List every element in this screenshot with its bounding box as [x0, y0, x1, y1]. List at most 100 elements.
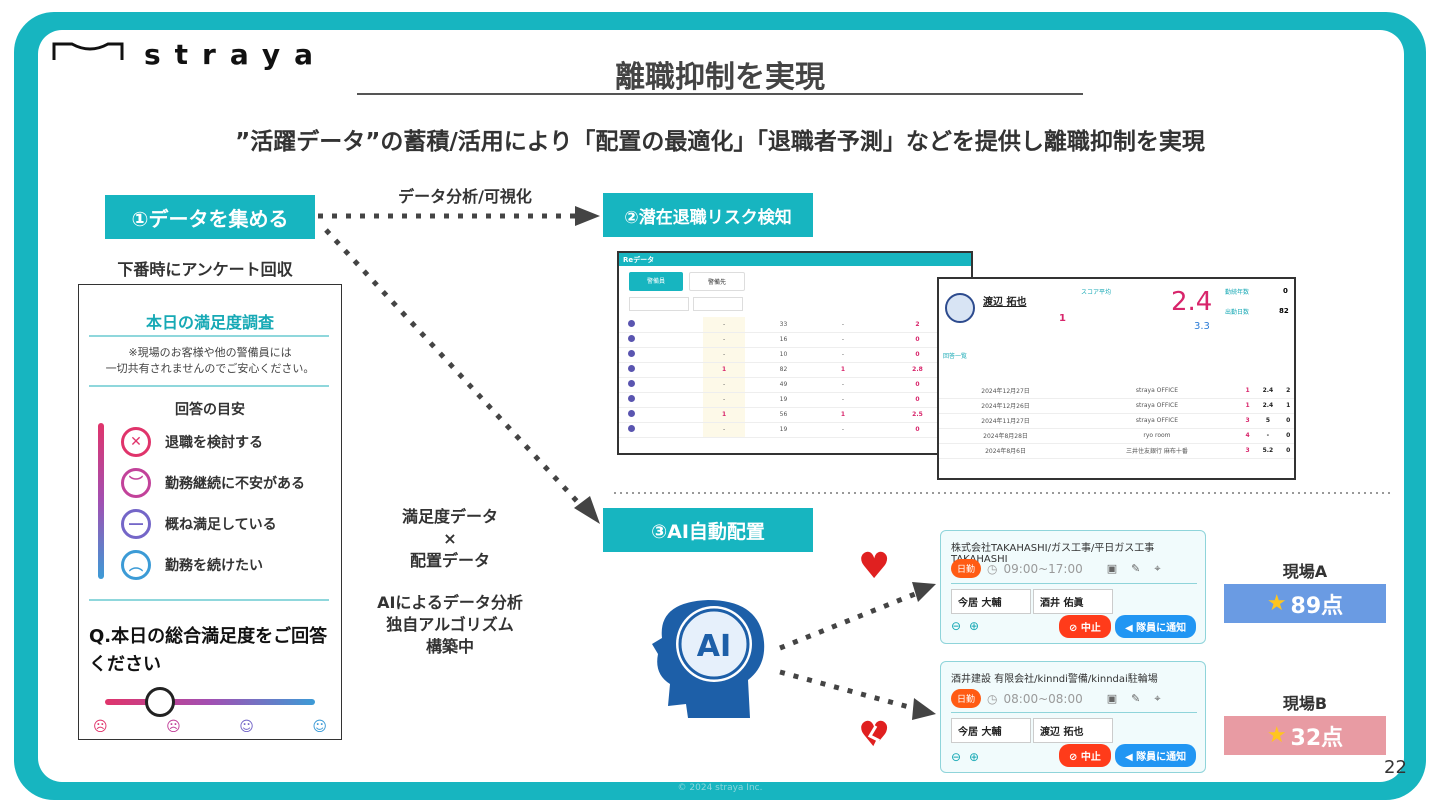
survey-caption: 下番時にアンケート回収 [117, 260, 293, 279]
notify-button-label: 隊員に通知 [1136, 623, 1187, 634]
table-cell: straya OFFICE [1072, 413, 1242, 429]
survey-phone: 本日の満足度調査 ※現場のお客様や他の警備員には 一切共有されませんのでご安心く… [78, 284, 342, 740]
edit-icon[interactable]: ✎ [1131, 692, 1141, 705]
table-cell: 1 [1282, 398, 1294, 414]
guard-name[interactable]: 渡辺 拓也 [1033, 718, 1113, 743]
document-icon[interactable]: ▣ [1106, 692, 1118, 705]
guard-name[interactable]: 今居 大輔 [951, 589, 1031, 614]
stat2-value: 82 [1279, 307, 1289, 315]
guide-option-label: 退職を検討する [165, 435, 263, 451]
stat2-label: 出勤日数 [1225, 309, 1250, 316]
notify-button[interactable]: ◀ 隊員に通知 [1115, 744, 1197, 767]
card-title: 酒井建設 有限会社/kinndi警備/kinndai駐輪場 [951, 674, 1158, 685]
table-cell: 1 [703, 407, 746, 423]
table-cell: - [821, 422, 864, 438]
assignment-card: 株式会社TAKAHASHI/ガス工事/平日ガス工事 TAKAHASHI 日勤 ◷… [940, 530, 1206, 644]
guide-option: ✕ 退職を検討する [121, 427, 263, 457]
step1-box: ①データを集める [105, 195, 315, 239]
table-row[interactable]: -10-0 [619, 347, 971, 363]
table-cell: - [703, 317, 746, 333]
table-cell: - [821, 332, 864, 348]
table-cell: 56 [745, 407, 822, 423]
dashboard-filters [629, 297, 961, 311]
satisfaction-slider-thumb[interactable] [145, 687, 175, 717]
site-b-score: 32点 [1290, 725, 1344, 751]
table-cell: - [703, 347, 746, 363]
note-line: × [443, 529, 457, 548]
face-neutral-icon: ― [121, 509, 151, 539]
card-shift-row: 日勤 ◷ 09:00~17:00 ▣ ✎ ⌖ [951, 559, 1161, 578]
survey-note-line2: 一切共有されませんのでご安心ください。 [105, 362, 315, 375]
face-very-sad-icon: ✕ [121, 427, 151, 457]
table-cell: 49 [745, 377, 822, 393]
table-cell: - [821, 317, 864, 333]
guard-name[interactable]: 今居 大輔 [951, 718, 1031, 743]
guard-name[interactable]: 酒井 佑眞 [1033, 589, 1113, 614]
dashboard-header: Reデータ [619, 253, 971, 266]
table-row[interactable]: -49-0 [619, 377, 971, 393]
notify-button-label: 隊員に通知 [1136, 752, 1187, 763]
edit-icon[interactable]: ✎ [1131, 562, 1141, 575]
row-avatar-icon [619, 392, 643, 408]
document-icon[interactable]: ▣ [1106, 562, 1118, 575]
search-filter[interactable] [693, 297, 743, 311]
site-a-label: 現場A [1282, 562, 1328, 581]
guide-option: ︵ 勤務を続けたい [121, 550, 263, 580]
table-cell: - [703, 332, 746, 348]
tab-guards[interactable]: 警備員 [629, 272, 684, 291]
dashboard-tabs: 警備員 警備先 [619, 266, 971, 297]
arrow-label: データ分析/可視化 [398, 187, 532, 206]
shift-time: 08:00~08:00 [1003, 691, 1083, 706]
table-cell: 4 [1241, 428, 1254, 444]
survey-question: Q.本日の総合満足度をご回答ください [89, 626, 328, 675]
table-cell: 2024年12月27日 [939, 383, 1073, 399]
profile-name[interactable]: 渡辺 拓也 [983, 297, 1027, 308]
svg-text:AI: AI [697, 629, 731, 664]
cancel-button-label: 中止 [1080, 623, 1101, 634]
remove-guard-icon[interactable]: ⊖ [951, 750, 962, 764]
survey-note: ※現場のお客様や他の警備員には 一切共有されませんのでご安心ください。 [79, 345, 341, 377]
tab-sites[interactable]: 警備先 [689, 272, 746, 291]
face-happy-icon: ︵ [121, 550, 151, 580]
row-avatar-icon [619, 422, 643, 438]
remove-guard-icon[interactable]: ⊖ [951, 619, 962, 633]
add-guard-icon[interactable]: ⊕ [969, 750, 980, 764]
profile-screenshot: 渡辺 拓也 1 スコア平均 2.4 3.3 勤続年数 0 出勤日数 82 回答一… [937, 277, 1296, 480]
add-guard-icon[interactable]: ⊕ [969, 619, 980, 633]
site-b-label: 現場B [1282, 694, 1328, 713]
answers-section-title: 回答一覧 [943, 353, 968, 360]
notify-button[interactable]: ◀ 隊員に通知 [1115, 615, 1197, 638]
location-pin-icon[interactable]: ⌖ [1154, 561, 1161, 575]
guide-option: ︶ 勤務継続に不安がある [121, 468, 305, 498]
title-underline [357, 93, 1083, 95]
shift-chip[interactable]: 日勤 [951, 559, 982, 578]
date-filter[interactable] [629, 297, 689, 311]
cancel-button[interactable]: ⊘ 中止 [1059, 744, 1111, 767]
guard-names: 今居 大輔 酒井 佑眞 [951, 589, 1113, 614]
satisfaction-slider-track[interactable] [105, 699, 315, 705]
card-divider [951, 583, 1197, 584]
table-row[interactable]: -16-0 [619, 332, 971, 348]
table-row[interactable]: -19-0 [619, 422, 971, 438]
arrow-ai-to-site-b [779, 669, 921, 713]
shift-chip[interactable]: 日勤 [951, 689, 982, 708]
table-cell: 19 [745, 392, 822, 408]
row-avatar-icon [619, 347, 643, 363]
center-notes-top: 満足度データ × 配置データ [376, 506, 524, 572]
cancel-button[interactable]: ⊘ 中止 [1059, 615, 1111, 638]
location-pin-icon[interactable]: ⌖ [1154, 691, 1161, 705]
table-row[interactable]: -33-2 [619, 317, 971, 333]
profile-count: 1 [1059, 313, 1066, 324]
table-row[interactable]: -19-0 [619, 392, 971, 408]
note-line: 独自アルゴリズム [386, 615, 514, 634]
table-cell: 10 [745, 347, 822, 363]
table-cell: - [1253, 428, 1283, 444]
slider-face-scale: ☹ ☹ ☺ ☺ [93, 719, 327, 735]
